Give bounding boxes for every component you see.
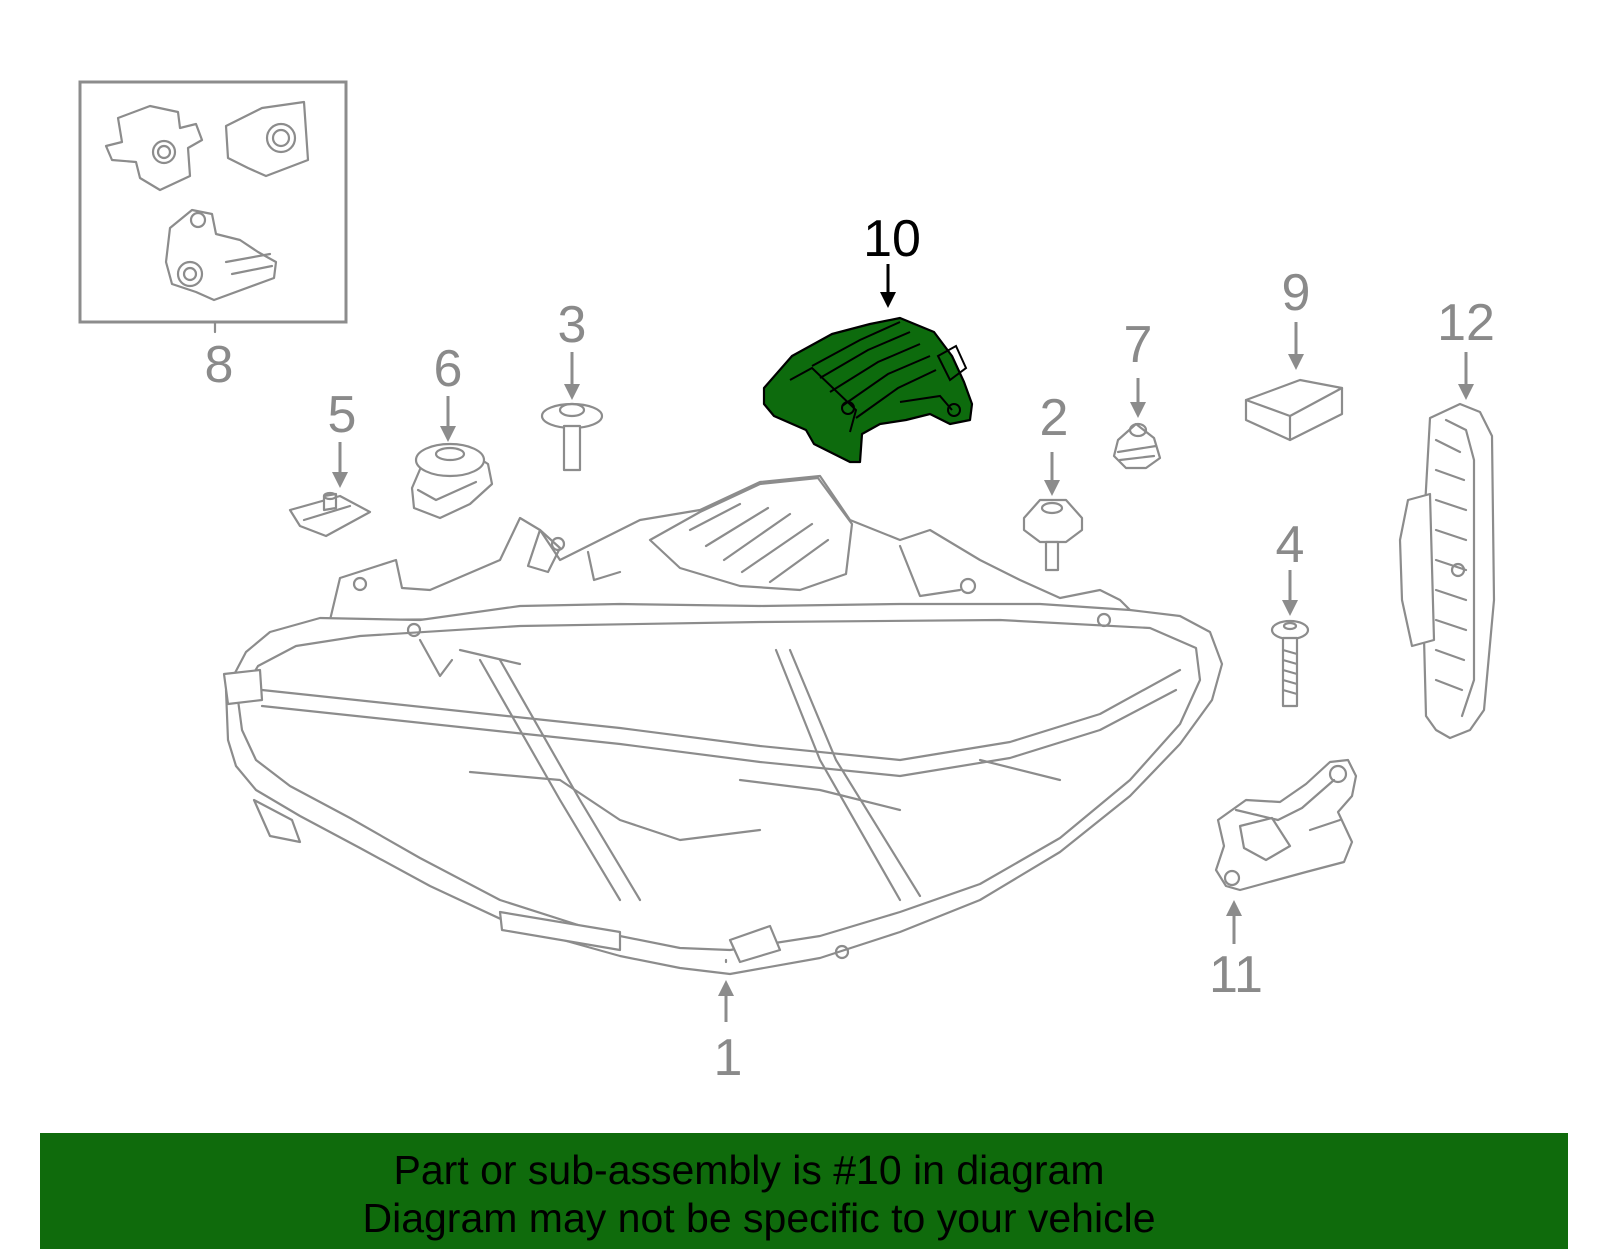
part-9-pad[interactable] bbox=[1244, 378, 1344, 442]
arrow-1 bbox=[718, 980, 734, 1022]
arrow-3 bbox=[564, 352, 580, 400]
arrow-11 bbox=[1226, 900, 1242, 944]
callout-9: 9 bbox=[1282, 264, 1311, 322]
part-6-grommet[interactable] bbox=[410, 442, 494, 520]
part-4-screw[interactable] bbox=[1270, 619, 1310, 708]
part-3-clip[interactable] bbox=[540, 402, 604, 472]
arrow-12 bbox=[1458, 352, 1474, 400]
arrow-6 bbox=[440, 396, 456, 442]
arrow-5 bbox=[332, 442, 348, 488]
callout-6: 6 bbox=[434, 340, 463, 398]
part-12-led-module[interactable] bbox=[1398, 402, 1496, 740]
part-7-socket[interactable] bbox=[1112, 422, 1162, 470]
part-8-bracket-set[interactable] bbox=[78, 80, 348, 334]
arrow-4 bbox=[1282, 570, 1298, 616]
banner-line-1: Part or sub-assembly is #10 in diagram bbox=[393, 1147, 1105, 1193]
callout-3: 3 bbox=[558, 296, 587, 354]
callout-5: 5 bbox=[328, 386, 357, 444]
arrow-7 bbox=[1130, 378, 1146, 418]
arrow-10 bbox=[880, 264, 896, 308]
callout-1: 1 bbox=[714, 1029, 743, 1087]
part-11-driver-module[interactable] bbox=[1214, 758, 1358, 892]
callout-11: 11 bbox=[1209, 946, 1263, 1004]
callout-12: 12 bbox=[1437, 294, 1495, 352]
info-banner: Part or sub-assembly is #10 in diagram D… bbox=[40, 1133, 1568, 1249]
callout-4: 4 bbox=[1276, 516, 1305, 574]
callout-7: 7 bbox=[1124, 316, 1153, 374]
part-5-clip-nut[interactable] bbox=[288, 491, 372, 538]
part-1-headlamp-assembly[interactable] bbox=[222, 474, 1224, 976]
banner-line-2: Diagram may not be specific to your vehi… bbox=[362, 1195, 1156, 1241]
part-10-control-module[interactable] bbox=[762, 316, 974, 464]
arrow-9 bbox=[1288, 322, 1304, 370]
callout-2: 2 bbox=[1040, 389, 1069, 447]
callout-8: 8 bbox=[205, 336, 234, 394]
part-2-bolt[interactable] bbox=[1022, 498, 1084, 572]
callout-10: 10 bbox=[863, 210, 921, 268]
arrow-2 bbox=[1044, 452, 1060, 496]
